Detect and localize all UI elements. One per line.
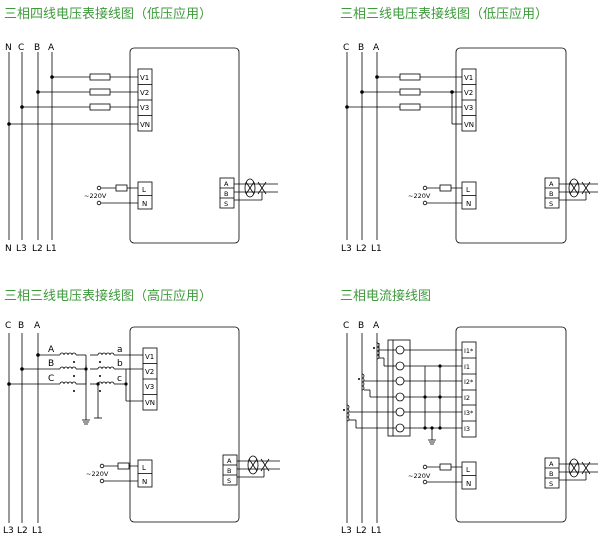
- d3-terminal-v2: V2: [145, 368, 154, 376]
- diagram-3-title: 三相三线电压表接线图（高压应用）: [4, 289, 213, 304]
- d1-comm-b: B: [224, 190, 228, 198]
- d1-terminal-v2: V2: [140, 89, 149, 97]
- d4-top-label-b: B: [358, 321, 364, 331]
- d4-terminal-i2: I2: [464, 394, 470, 402]
- d1-bottom-label-l3: L3: [16, 244, 27, 254]
- d3-top-label-a: A: [34, 321, 41, 331]
- d3-top-label-c: C: [5, 321, 11, 331]
- d3-aux-terminal-l: L: [142, 464, 146, 472]
- d2-terminal-v1: V1: [464, 74, 473, 82]
- d4-terminal-i1: I1: [464, 363, 470, 371]
- d2-comm-a: A: [549, 180, 554, 188]
- d3-bottom-label-l3: L3: [3, 526, 14, 536]
- d1-top-label-b: B: [34, 43, 40, 53]
- d1-top-label-c: C: [18, 43, 24, 53]
- d2-terminal-vn: VN: [464, 121, 474, 129]
- d3-comm-b: B: [227, 467, 231, 475]
- d3-pt-label-c: C: [48, 374, 54, 384]
- d3-terminal-v1: V1: [145, 353, 154, 361]
- d3-aux-terminal-n: N: [142, 478, 147, 486]
- d3-comm-a: A: [227, 457, 232, 465]
- diagram-4-title: 三相电流接线图: [340, 289, 432, 304]
- d2-terminal-v3: V3: [464, 104, 473, 112]
- d4-aux-voltage: ~220V: [408, 472, 431, 480]
- diagram-2: [346, 47, 598, 244]
- diagram-3: [8, 326, 280, 523]
- d1-bottom-label-n: N: [5, 244, 12, 254]
- d2-top-label-a: A: [373, 43, 380, 53]
- d2-bottom-label-l1: L1: [371, 244, 382, 254]
- d4-top-label-a: A: [373, 321, 380, 331]
- d2-top-label-b: B: [358, 43, 364, 53]
- d1-bottom-label-l1: L1: [46, 244, 57, 254]
- d1-top-label-a: A: [48, 43, 55, 53]
- d2-aux-voltage: ~220V: [408, 192, 431, 200]
- d1-terminal-v3: V3: [140, 104, 149, 112]
- d3-pt-secondary-b: b: [117, 359, 123, 369]
- d3-terminal-v3: V3: [145, 383, 154, 391]
- d3-terminal-vn: VN: [145, 399, 155, 407]
- d3-pt-secondary-c: c: [117, 374, 122, 384]
- d1-terminal-v1: V1: [140, 74, 149, 82]
- diagram-1: [8, 47, 278, 244]
- d4-bottom-label-l2: L2: [356, 526, 367, 536]
- d4-terminal-i1-star: I1*: [464, 347, 474, 355]
- d4-aux-terminal-n: N: [466, 480, 471, 488]
- d4-aux-terminal-l: L: [466, 466, 470, 474]
- d1-comm-a: A: [224, 180, 229, 188]
- d3-comm-s: S: [227, 477, 231, 485]
- d2-aux-terminal-n: N: [466, 200, 471, 208]
- d4-comm-b: B: [549, 470, 553, 478]
- d2-comm-b: B: [549, 190, 553, 198]
- d1-aux-voltage: ~220V: [84, 192, 107, 200]
- d1-bottom-label-l2: L2: [32, 244, 43, 254]
- d1-top-label-n: N: [5, 43, 12, 53]
- diagram-4: [346, 326, 598, 523]
- d4-terminal-i3: I3: [464, 425, 470, 433]
- d4-bottom-label-l3: L3: [341, 526, 352, 536]
- d4-comm-s: S: [549, 480, 553, 488]
- d4-bottom-label-l1: L1: [371, 526, 382, 536]
- d4-comm-a: A: [549, 460, 554, 468]
- d4-terminal-i2-star: I2*: [464, 378, 474, 386]
- d1-comm-s: S: [224, 200, 228, 208]
- d1-aux-terminal-n: N: [142, 200, 147, 208]
- d4-terminal-i3-star: I3*: [464, 409, 474, 417]
- d3-pt-secondary-a: a: [117, 345, 123, 355]
- d1-terminal-vn: VN: [140, 121, 150, 129]
- d2-bottom-label-l3: L3: [341, 244, 352, 254]
- d3-pt-label-b: B: [48, 359, 54, 369]
- d3-top-label-b: B: [18, 321, 24, 331]
- diagram-2-title: 三相三线电压表接线图（低压应用）: [340, 7, 549, 22]
- d4-top-label-c: C: [343, 321, 349, 331]
- d2-aux-terminal-l: L: [466, 186, 470, 194]
- d2-comm-s: S: [549, 200, 553, 208]
- d3-aux-voltage: ~220V: [86, 470, 109, 478]
- d1-aux-terminal-l: L: [142, 186, 146, 194]
- d3-bottom-label-l1: L1: [32, 526, 43, 536]
- d3-bottom-label-l2: L2: [17, 526, 28, 536]
- d2-bottom-label-l2: L2: [356, 244, 367, 254]
- d3-pt-label-a: A: [48, 345, 55, 355]
- diagram-1-title: 三相四线电压表接线图（低压应用）: [4, 7, 213, 22]
- d2-top-label-c: C: [343, 43, 349, 53]
- d2-terminal-v2: V2: [464, 89, 473, 97]
